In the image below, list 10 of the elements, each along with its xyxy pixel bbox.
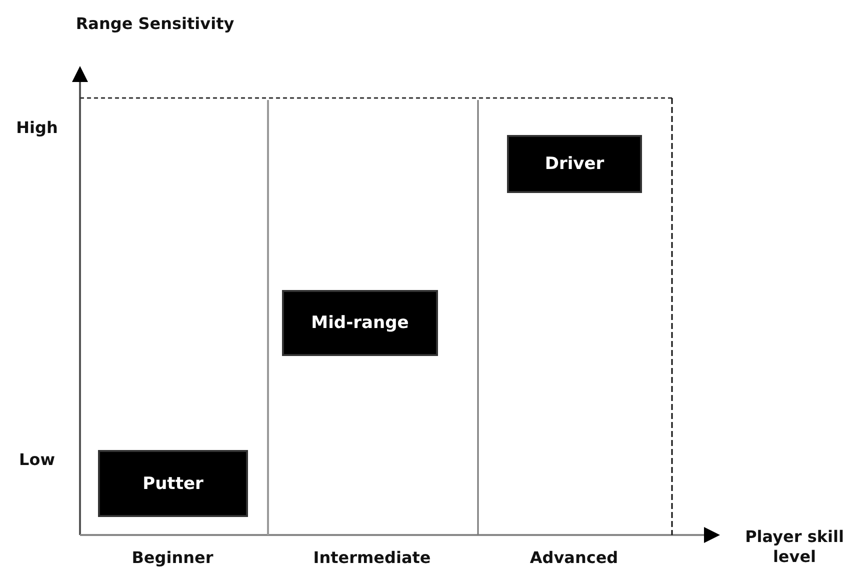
axis-title: Range Sensitivity	[74, 14, 236, 34]
axis-category-label: Advanced	[528, 548, 620, 568]
quadrant-box: Mid-range	[282, 290, 438, 356]
axis-title: Player skill level	[744, 527, 845, 567]
quadrant-box: Driver	[507, 135, 642, 193]
axis-category-label: Beginner	[130, 548, 214, 568]
axis-tick-label: Low	[18, 450, 56, 470]
axis-tick-label: High	[15, 118, 59, 138]
quadrant-box: Putter	[98, 450, 248, 517]
axis-category-label: Intermediate	[312, 548, 432, 568]
